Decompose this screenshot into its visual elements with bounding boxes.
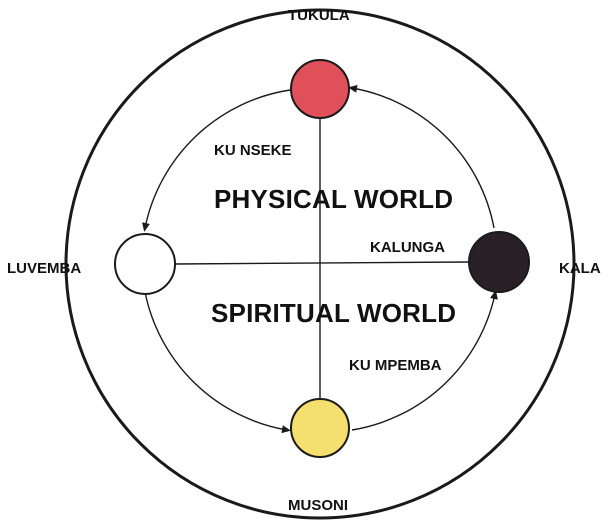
label-musoni: MUSONI [288,497,348,514]
label-kala: KALA [559,260,601,277]
luvemba-circle [114,233,176,295]
label-spiritual-world: SPIRITUAL WORLD [211,298,457,328]
arc-left-bottom [144,291,291,434]
label-tukula: TUKULA [288,7,350,24]
label-ku-nseke: KU NSEKE [214,142,292,159]
arc-right-top [348,84,495,229]
kala-circle [468,231,530,293]
kalunga-line [174,261,471,265]
label-ku-mpemba: KU MPEMBA [349,357,442,374]
outer-circle [64,8,576,520]
arc-bottom-right [351,290,498,431]
label-physical-world: PHYSICAL WORLD [214,184,454,214]
label-luvemba: LUVEMBA [7,260,82,277]
label-kalunga: KALUNGA [370,239,445,256]
musoni-circle [290,398,350,458]
arc-top-left [142,89,291,232]
tukula-circle [290,59,350,119]
